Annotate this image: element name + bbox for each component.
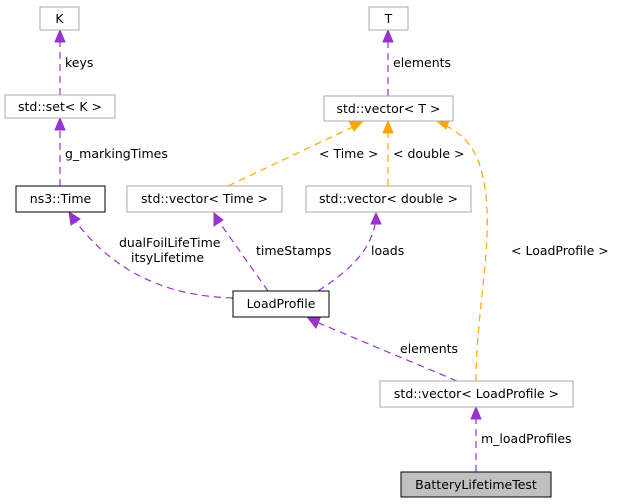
node-battery-lifetime-test[interactable]: BatteryLifetimeTest — [400, 471, 552, 498]
node-vector-double[interactable]: std::vector< double > — [305, 185, 472, 213]
node-ns3-time[interactable]: ns3::Time — [15, 185, 106, 213]
node-vector-load-profile-label: std::vector< LoadProfile > — [394, 386, 559, 401]
edge-label-template-double: < double > — [393, 146, 465, 161]
node-vector-t[interactable]: std::vector< T > — [323, 95, 454, 122]
edge-label-m-load-profiles: m_loadProfiles — [481, 431, 572, 446]
edge-label-template-time: < Time > — [319, 146, 379, 161]
edge-keys — [54, 28, 66, 95]
edge-time-stamps — [213, 211, 269, 292]
edge-time-members — [68, 210, 234, 299]
node-vector-time[interactable]: std::vector< Time > — [126, 185, 283, 213]
edge-label-dual-foil: dualFoilLifeTime — [119, 235, 221, 250]
node-vector-t-label: std::vector< T > — [337, 101, 441, 116]
edge-elements-t — [382, 28, 394, 96]
node-load-profile[interactable]: LoadProfile — [232, 290, 330, 318]
node-vector-double-label: std::vector< double > — [319, 191, 458, 206]
node-t[interactable]: T — [368, 6, 409, 31]
edge-label-elements-t: elements — [393, 55, 451, 70]
edge-g-marking-times — [54, 116, 66, 186]
edge-label-loads: loads — [371, 243, 404, 258]
node-set-k-label: std::set< K > — [18, 99, 102, 114]
edge-label-keys: keys — [65, 55, 93, 70]
node-ns3-time-label: ns3::Time — [30, 191, 92, 206]
node-load-profile-label: LoadProfile — [247, 296, 316, 311]
edge-loads — [317, 211, 382, 292]
node-battery-lifetime-test-label: BatteryLifetimeTest — [415, 477, 537, 492]
node-vector-load-profile[interactable]: std::vector< LoadProfile > — [379, 380, 574, 408]
edge-elements-load-profile — [306, 317, 458, 382]
edge-label-time-stamps: timeStamps — [256, 243, 331, 258]
edge-label-elements-load-profile: elements — [400, 341, 458, 356]
edge-label-template-load-profile: < LoadProfile > — [511, 243, 609, 258]
node-k[interactable]: K — [39, 6, 80, 31]
node-vector-time-label: std::vector< Time > — [141, 191, 268, 206]
edge-label-g-marking-times: g_markingTimes — [65, 146, 168, 161]
edge-m-load-profiles — [470, 405, 482, 472]
node-k-label: K — [55, 11, 64, 26]
edge-template-double — [382, 119, 394, 186]
node-t-label: T — [384, 11, 393, 26]
node-set-k[interactable]: std::set< K > — [4, 94, 116, 119]
edge-label-itsy-lifetime: itsyLifetime — [131, 250, 204, 265]
